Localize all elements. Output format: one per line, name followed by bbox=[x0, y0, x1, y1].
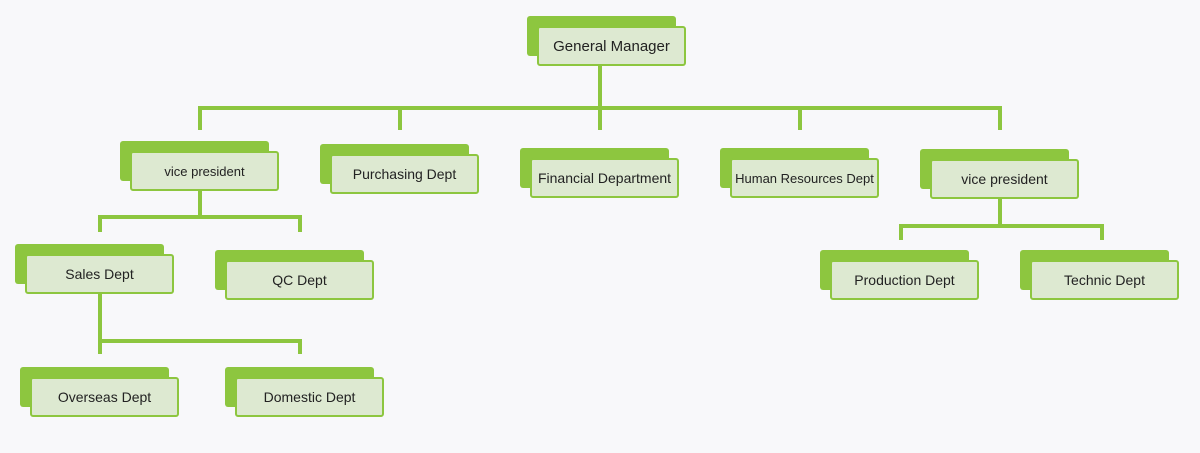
node-label: General Manager bbox=[537, 26, 686, 66]
node-label: Overseas Dept bbox=[30, 377, 179, 417]
node-label: Production Dept bbox=[830, 260, 979, 300]
node-label: Technic Dept bbox=[1030, 260, 1179, 300]
node-label: Sales Dept bbox=[25, 254, 174, 294]
node-label: Financial Department bbox=[530, 158, 679, 198]
node-label: Human Resources Dept bbox=[730, 158, 879, 198]
node-label: QC Dept bbox=[225, 260, 374, 300]
node-label: Domestic Dept bbox=[235, 377, 384, 417]
node-label: vice president bbox=[130, 151, 279, 191]
node-label: vice president bbox=[930, 159, 1079, 199]
node-label: Purchasing Dept bbox=[330, 154, 479, 194]
